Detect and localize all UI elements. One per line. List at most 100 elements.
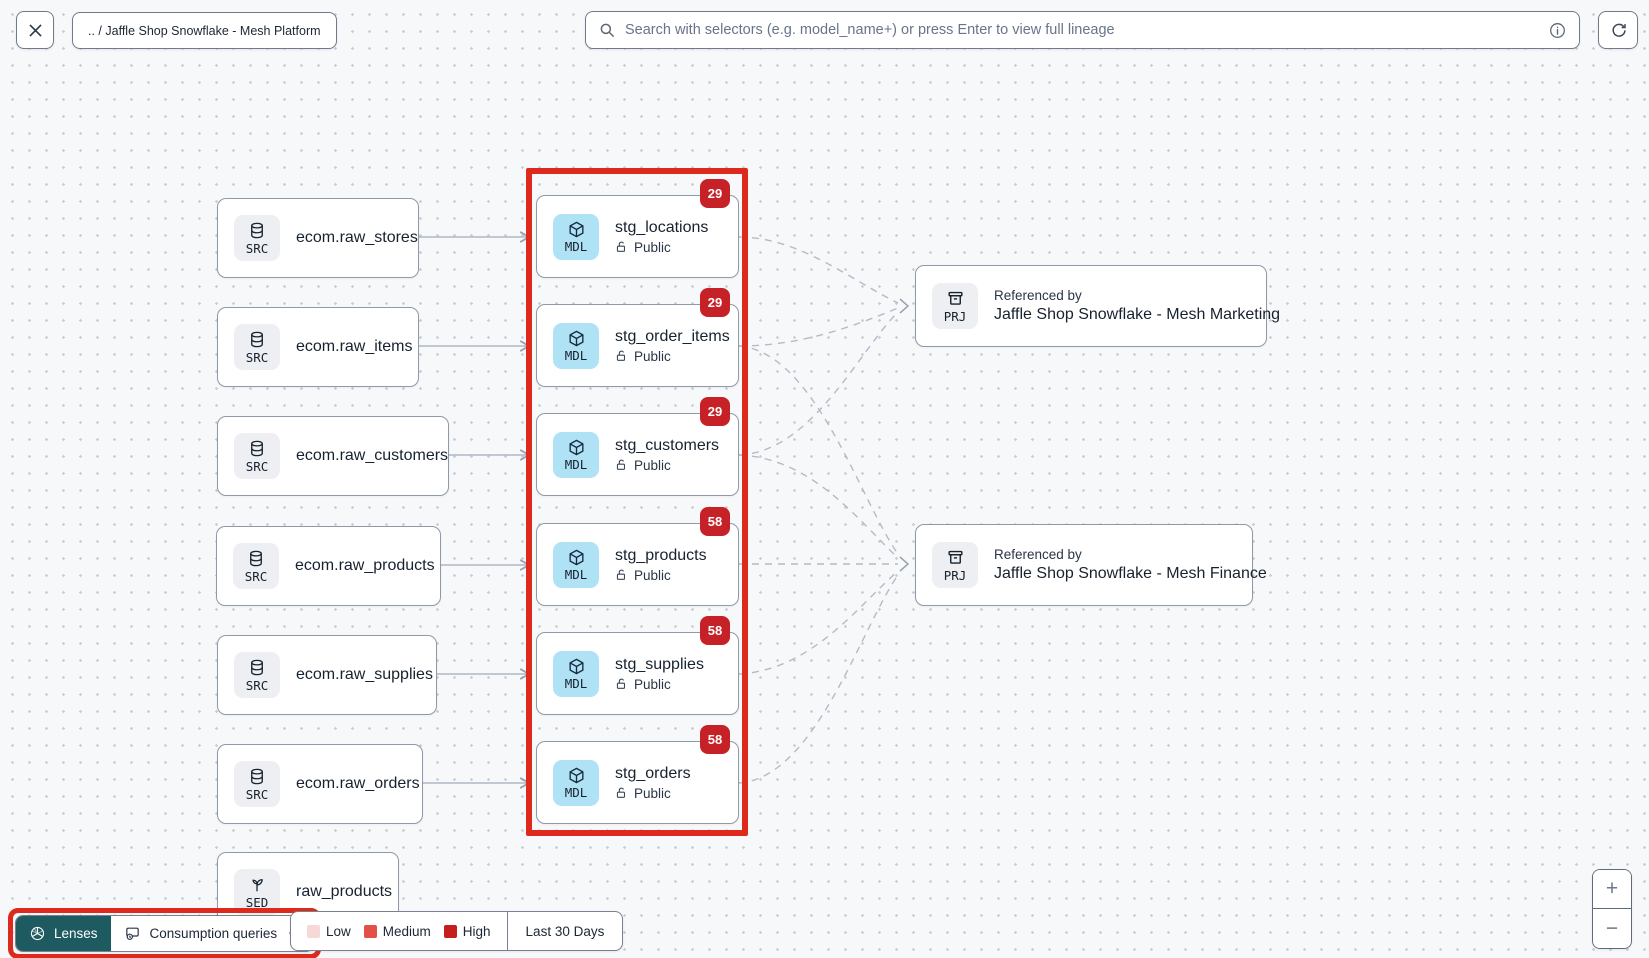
node-title: stg_supplies [615,656,704,674]
consumption-queries-icon [124,925,141,942]
database-icon [247,549,265,569]
node-type-tag: SRC [246,460,269,474]
seedling-icon [248,875,266,895]
project-node-mesh-finance[interactable]: PRJ Referenced by Jaffle Shop Snowflake … [915,524,1253,606]
zoom-controls: + − [1592,869,1632,949]
unlock-icon [615,786,628,800]
legend-items: Low Medium High [291,912,507,950]
source-node-ecom-raw-customers[interactable]: SRC ecom.raw_customers [217,416,449,496]
legend-swatch-high [444,925,457,938]
legend-swatch-low [307,925,320,938]
query-count-badge: 58 [700,507,730,536]
node-title: stg_customers [615,437,719,455]
unlock-icon [615,458,628,472]
query-count-badge: 58 [700,725,730,754]
lens-control-group: Lenses Consumption queries [15,915,314,952]
node-type-tag: MDL [565,786,588,800]
model-node-stg-order-items[interactable]: 29 MDL stg_order_items Public [536,304,739,387]
lens-type-label: Consumption queries [150,926,278,941]
node-title: stg_locations [615,219,708,237]
node-title: ecom.raw_orders [296,775,420,793]
zoom-in-button[interactable]: + [1593,870,1631,909]
legend-label-high: High [463,924,491,939]
unlock-icon [615,677,628,691]
node-title: ecom.raw_customers [296,447,448,465]
legend-label-low: Low [326,924,351,939]
referenced-by-label: Referenced by [994,547,1267,562]
archive-icon [946,548,965,568]
node-title: raw_products [296,883,392,901]
unlock-icon [615,349,628,363]
query-count-badge: 58 [700,616,730,645]
database-icon [248,767,266,787]
node-type-tag: MDL [565,240,588,254]
legend-item-high: High [444,924,491,939]
source-node-ecom-raw-items[interactable]: SRC ecom.raw_items [217,307,419,387]
time-range-label: Last 30 Days [526,924,605,939]
selection-highlight-lenses: Lenses Consumption queries [8,908,321,958]
database-icon [248,439,266,459]
model-node-stg-orders[interactable]: 58 MDL stg_orders Public [536,741,739,824]
time-range-button[interactable]: Last 30 Days [507,912,623,950]
cube-icon [567,656,586,676]
node-title: ecom.raw_items [296,338,412,356]
cube-icon [567,765,586,785]
node-type-tag: SRC [246,788,269,802]
node-type-tag: SRC [245,570,268,584]
node-type-tag: SRC [246,242,269,256]
legend-bar: Low Medium High Last 30 Days [290,911,623,951]
node-title: Jaffle Shop Snowflake - Mesh Marketing [994,306,1280,324]
node-type-tag: PRJ [944,310,967,324]
database-icon [248,658,266,678]
unlock-icon [615,568,628,582]
lenses-icon [29,925,46,942]
lenses-button[interactable]: Lenses [16,916,111,951]
model-node-stg-locations[interactable]: 29 MDL stg_locations Public [536,195,739,278]
legend-swatch-medium [364,925,377,938]
source-node-ecom-raw-products[interactable]: SRC ecom.raw_products [216,526,441,606]
cube-icon [567,547,586,567]
legend-item-low: Low [307,924,351,939]
project-node-mesh-marketing[interactable]: PRJ Referenced by Jaffle Shop Snowflake … [915,265,1267,347]
database-icon [248,330,266,350]
unlock-icon [615,240,628,254]
model-node-stg-products[interactable]: 58 MDL stg_products Public [536,523,739,606]
database-icon [248,221,266,241]
lenses-label: Lenses [54,926,98,941]
node-title: stg_orders [615,765,691,783]
cube-icon [567,328,586,348]
access-label: Public [634,786,671,801]
node-type-tag: MDL [565,349,588,363]
access-label: Public [634,240,671,255]
cube-icon [567,437,586,457]
node-title: stg_order_items [615,328,730,346]
node-type-tag: SRC [246,679,269,693]
query-count-badge: 29 [700,288,730,317]
legend-label-medium: Medium [383,924,431,939]
node-type-tag: MDL [565,677,588,691]
node-title: ecom.raw_supplies [296,666,433,684]
model-node-stg-customers[interactable]: 29 MDL stg_customers Public [536,413,739,496]
source-node-ecom-raw-stores[interactable]: SRC ecom.raw_stores [217,198,419,278]
node-type-tag: SRC [246,351,269,365]
node-title: stg_products [615,547,707,565]
source-node-ecom-raw-supplies[interactable]: SRC ecom.raw_supplies [217,635,437,715]
node-title: ecom.raw_products [295,557,435,575]
node-title: Jaffle Shop Snowflake - Mesh Finance [994,565,1267,583]
access-label: Public [634,349,671,364]
legend-item-medium: Medium [364,924,431,939]
referenced-by-label: Referenced by [994,288,1280,303]
node-type-tag: MDL [565,568,588,582]
source-node-ecom-raw-orders[interactable]: SRC ecom.raw_orders [217,744,423,824]
lens-type-dropdown[interactable]: Consumption queries [111,916,314,951]
node-type-tag: PRJ [944,569,967,583]
query-count-badge: 29 [700,179,730,208]
query-count-badge: 29 [700,397,730,426]
node-title: ecom.raw_stores [296,229,418,247]
access-label: Public [634,458,671,473]
zoom-out-button[interactable]: − [1593,909,1631,948]
access-label: Public [634,677,671,692]
model-node-stg-supplies[interactable]: 58 MDL stg_supplies Public [536,632,739,715]
cube-icon [567,219,586,239]
